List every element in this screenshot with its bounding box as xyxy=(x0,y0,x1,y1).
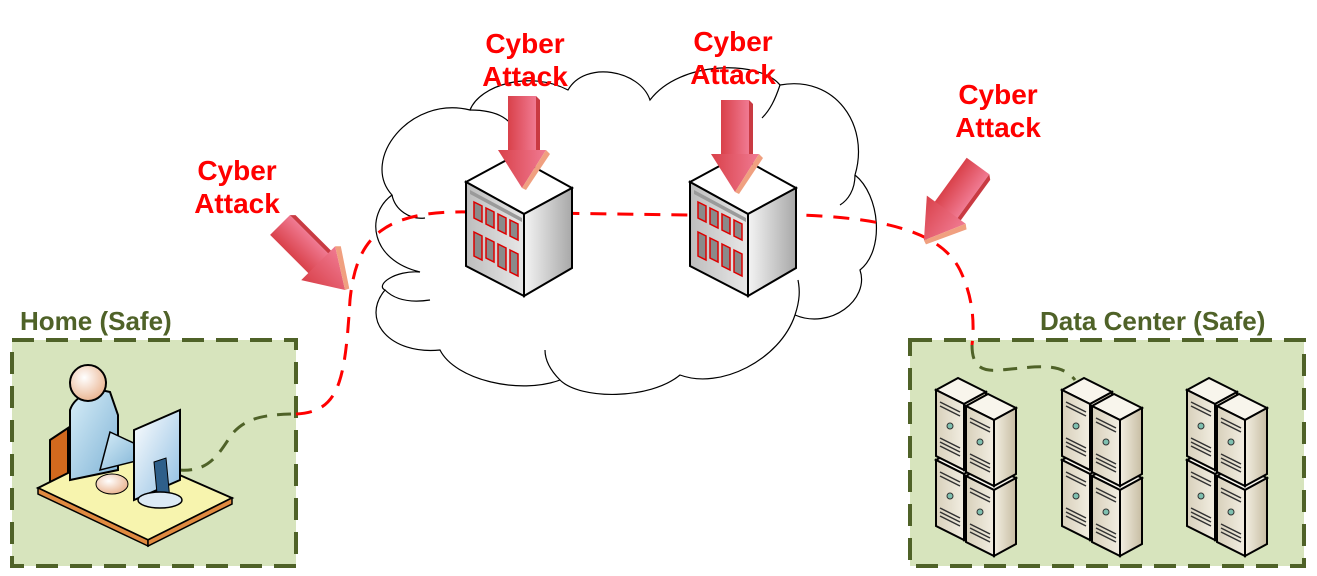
server-group-2 xyxy=(1062,378,1142,556)
server-rack-icon xyxy=(936,378,1016,556)
network-path-datacenter xyxy=(970,344,1077,381)
attack-label-4: Cyber Attack xyxy=(955,79,1041,143)
svg-text:Attack: Attack xyxy=(690,59,776,90)
server-rack-icon xyxy=(1062,378,1142,556)
svg-text:Cyber: Cyber xyxy=(485,28,564,59)
user-at-workstation-icon xyxy=(35,364,235,548)
svg-text:Cyber: Cyber xyxy=(958,79,1037,110)
attack-label-3: Cyber Attack xyxy=(690,26,776,90)
server-group-1 xyxy=(936,378,1016,556)
svg-text:Cyber: Cyber xyxy=(197,155,276,186)
attack-label-1: Cyber Attack xyxy=(194,155,280,219)
attack-label-2: Cyber Attack xyxy=(482,28,568,92)
svg-text:Cyber: Cyber xyxy=(693,26,772,57)
attack-arrow-icon xyxy=(903,151,1001,259)
datacenter-zone-label: Data Center (Safe) xyxy=(1040,306,1265,336)
svg-text:Attack: Attack xyxy=(955,112,1041,143)
server-group-3 xyxy=(1187,378,1267,556)
svg-text:Attack: Attack xyxy=(482,61,568,92)
attack-arrow-4 xyxy=(903,151,1001,259)
internet-cloud-icon xyxy=(375,67,878,395)
svg-text:Attack: Attack xyxy=(194,188,280,219)
server-rack-icon xyxy=(1187,378,1267,556)
home-zone-label: Home (Safe) xyxy=(20,306,172,336)
